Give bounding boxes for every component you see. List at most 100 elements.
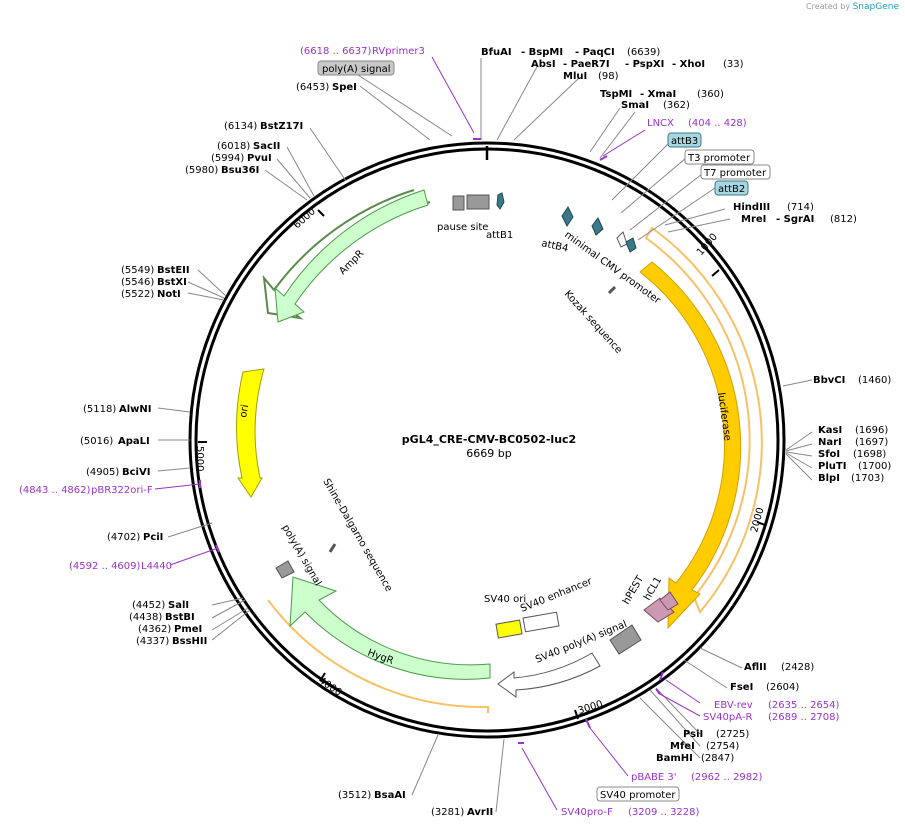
- site-smai-pos: (362): [663, 100, 690, 111]
- primer-pbr322ori-f: pBR322ori-F: [91, 485, 153, 496]
- site-bsaai-pos: (3512): [338, 790, 371, 801]
- site-spei: SpeI: [332, 82, 357, 93]
- attb1-feature: [496, 192, 505, 210]
- primer-rvprimer3: RVprimer3: [372, 46, 425, 57]
- site-bsaai: BsaAI: [374, 790, 406, 801]
- credit-text: Created by: [806, 2, 851, 11]
- site-bstz17i: BstZ17I: [260, 121, 303, 132]
- primer-lncx-range: (404 .. 428): [688, 118, 747, 129]
- primer-labels: RVprimer3 (6618 .. 6637) LNCX (404 .. 42…: [19, 46, 840, 818]
- sv40-promoter-feature: [497, 652, 601, 698]
- site-bamhi-pos: (2847): [701, 753, 734, 764]
- site-bamhi: BamHI: [656, 753, 693, 764]
- site-paqci-pos: (6639): [627, 47, 660, 58]
- sv40-ori-label: SV40 ori: [484, 594, 526, 605]
- site-bsshii-pos: (4337): [136, 636, 169, 647]
- plasmid-size: 6669 bp: [466, 447, 511, 460]
- attb2-feature: [625, 237, 637, 253]
- site-psii: PsiI: [683, 729, 703, 740]
- site-bsshii: BssHII: [172, 636, 207, 647]
- site-bstbi-pos: (4438): [129, 612, 162, 623]
- site-mrei: MreI: [741, 214, 766, 225]
- site-sgrai: - SgrAI: [776, 214, 814, 225]
- tick-6000: 6000: [292, 206, 318, 231]
- ampr-feature: [274, 189, 429, 323]
- site-leader-lines: [157, 58, 813, 813]
- plasmid-name: pGL4_CRE-CMV-BC0502-luc2: [402, 433, 576, 446]
- site-alwni: AlwNI: [119, 404, 152, 415]
- primer-sv40pa-r: SV40pA-R: [703, 712, 752, 723]
- box-attb3: attB3: [671, 136, 698, 147]
- snapgene-credit: Created by SnapGene: [806, 2, 899, 12]
- site-hindiii: HindIII: [733, 202, 770, 213]
- site-sfoi: SfoI: [818, 449, 840, 460]
- site-noti-pos: (5522): [121, 289, 154, 300]
- primer-ebv-rev-range: (2635 .. 2654): [768, 700, 840, 711]
- site-bbvci: BbvCI: [813, 375, 845, 386]
- primer-sv40pa-r-range: (2689 .. 2708): [768, 712, 840, 723]
- site-mlui-pos: (98): [598, 71, 619, 82]
- primer-pbabe3-range: (2962 .. 2982): [691, 772, 763, 783]
- primer-pbabe3: pBABE 3': [631, 772, 677, 783]
- polya-left-feature: [275, 560, 295, 579]
- site-noti: NotI: [157, 289, 181, 300]
- site-fsei-pos: (2604): [766, 682, 799, 693]
- sv40-ori-feature: [495, 619, 523, 639]
- site-apali-pos: (5016): [80, 436, 113, 447]
- site-bsu36i: Bsu36I: [221, 165, 259, 176]
- site-tspmi: TspMI: [600, 89, 632, 100]
- site-labels: BfuAI - BspMI - PaqCI (6639) AbsI - PaeR…: [80, 47, 891, 818]
- site-pspxi: - PspXI: [625, 59, 664, 70]
- primer-sv40pro-f: SV40pro-F: [561, 807, 613, 818]
- site-xhoi: - XhoI: [672, 59, 705, 70]
- site-spei-pos: (6453): [296, 82, 329, 93]
- tick-1000: 1000: [695, 232, 720, 258]
- site-xhoi-pos: (33): [723, 59, 744, 70]
- hygr-feature: [289, 576, 491, 680]
- site-xmai: - XmaI: [640, 89, 676, 100]
- site-smai: SmaI: [621, 100, 649, 111]
- primer-l4440: L4440: [141, 561, 172, 572]
- site-bbvci-pos: (1460): [858, 375, 891, 386]
- attb1-label: attB1: [486, 230, 513, 241]
- site-bcivi: BciVI: [122, 467, 150, 478]
- box-attb2: attB2: [718, 184, 745, 195]
- primer-rvprimer3-range: (6618 .. 6637): [300, 46, 372, 57]
- site-pluti-pos: (1700): [858, 461, 891, 472]
- primer-sv40pro-f-range: (3209 .. 3228): [628, 807, 700, 818]
- sv40-enhancer-feature: [522, 611, 560, 633]
- box-sv40-promoter: SV40 promoter: [600, 790, 676, 801]
- site-paqci: - PaqCI: [575, 47, 615, 58]
- site-bsteii-pos: (5549): [121, 265, 154, 276]
- boxed-labels: poly(A) signal attB3 T3 promoter T7 prom…: [317, 60, 771, 802]
- cmv-promoter-feature: [616, 231, 628, 248]
- site-mlui: MluI: [563, 71, 587, 82]
- site-sali: SalI: [168, 600, 189, 611]
- primer-pbr322ori-f-range: (4843 .. 4862): [19, 485, 91, 496]
- site-pluti: PluTI: [818, 461, 846, 472]
- sv40-polya-feature: [609, 624, 642, 655]
- site-aflii-pos: (2428): [781, 662, 814, 673]
- hcl1-feature: [659, 591, 679, 611]
- site-blpi: BlpI: [818, 473, 840, 484]
- attb4-feature: [561, 206, 574, 227]
- site-bfuai: BfuAI: [481, 47, 512, 58]
- site-kasi: KasI: [818, 425, 842, 436]
- site-pmei-pos: (4362): [138, 624, 171, 635]
- site-psii-pos: (2725): [716, 729, 749, 740]
- site-bstxi: BstXI: [157, 277, 187, 288]
- site-paer7i: - PaeR7I: [563, 59, 610, 70]
- kozak-label: Kozak sequence: [562, 289, 624, 356]
- site-sfoi-pos: (1698): [853, 449, 886, 460]
- pause-site-label: pause site: [437, 222, 488, 233]
- pause-site-right: [466, 194, 490, 210]
- pause-site-left: [452, 195, 465, 211]
- hpest-label: hPEST: [621, 573, 647, 606]
- luciferase-highlight: [644, 226, 763, 614]
- site-xmai-pos: (360): [697, 89, 724, 100]
- site-pcii: PciI: [143, 532, 163, 543]
- attb4b-feature: [591, 217, 604, 236]
- site-hindiii-pos: (714): [787, 202, 814, 213]
- site-alwni-pos: (5118): [83, 404, 116, 415]
